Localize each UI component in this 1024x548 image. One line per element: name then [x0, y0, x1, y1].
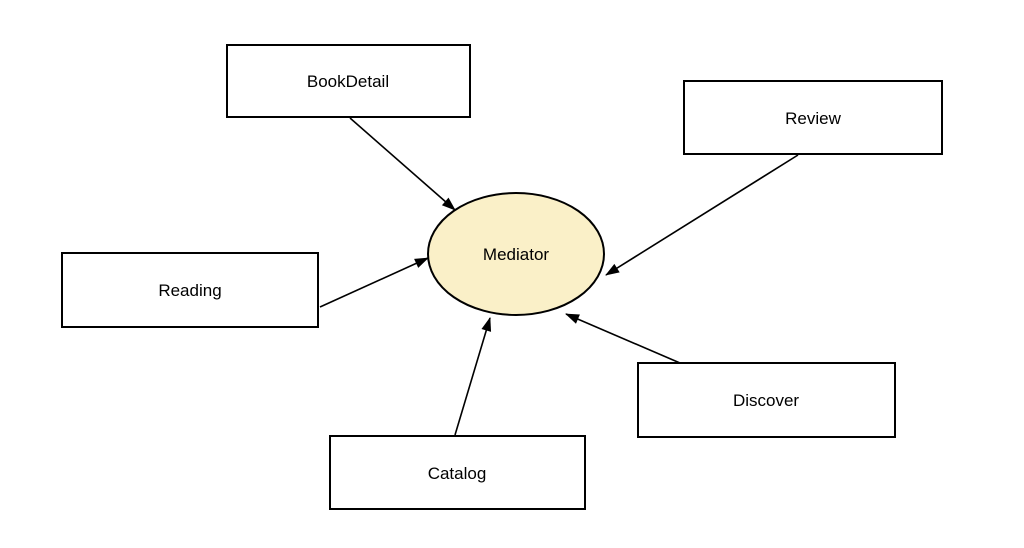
- node-label-mediator: Mediator: [483, 245, 549, 264]
- node-box-review: [683, 80, 943, 155]
- node-catalog: Catalog: [329, 435, 586, 510]
- node-box-reading: [61, 252, 319, 328]
- node-review: Review: [683, 80, 943, 155]
- edge-reading-to-mediator: [319, 257, 429, 308]
- node-label-reading: Reading: [158, 281, 221, 300]
- node-bookdetail: BookDetail: [226, 44, 471, 118]
- edge-bookdetail-to-mediator: [349, 117, 456, 211]
- node-box-catalog: [329, 435, 586, 510]
- node-label-catalog: Catalog: [428, 464, 487, 483]
- node-box-bookdetail: [226, 44, 471, 118]
- mediator-ellipse: [427, 192, 605, 316]
- node-box-discover: [637, 362, 896, 438]
- node-label-bookdetail: BookDetail: [307, 72, 389, 91]
- node-label-discover: Discover: [733, 391, 799, 410]
- node-discover: Discover: [637, 362, 896, 438]
- node-reading: Reading: [61, 252, 319, 328]
- node-mediator: Mediator: [427, 192, 605, 316]
- edge-review-to-mediator: [605, 154, 799, 276]
- edge-catalog-to-mediator: [454, 317, 492, 436]
- edge-discover-to-mediator: [565, 313, 681, 364]
- edges: [319, 117, 799, 436]
- node-label-review: Review: [785, 109, 841, 128]
